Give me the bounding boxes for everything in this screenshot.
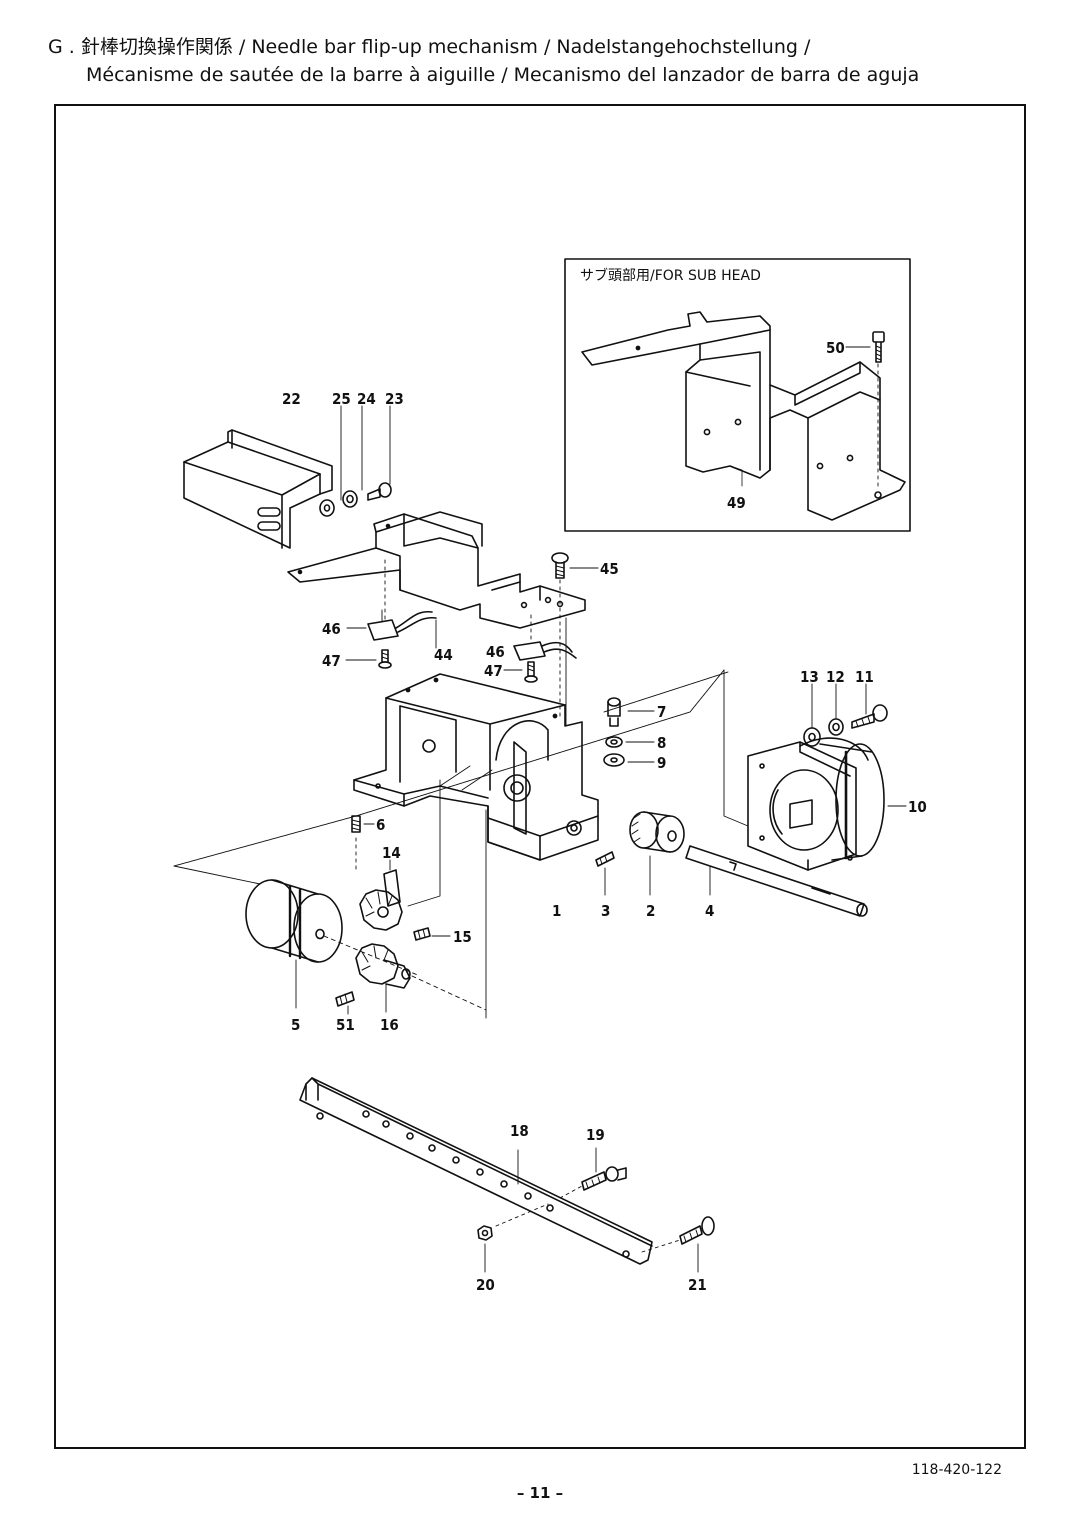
pulley-5 — [245, 879, 421, 1009]
label-16: 16 — [380, 1016, 399, 1034]
bracket-49 — [581, 311, 906, 521]
inset-title: サブ頭部用/FOR SUB HEAD — [580, 267, 761, 284]
label-49: 49 — [727, 494, 746, 512]
plate-22 — [183, 429, 333, 549]
page-title-line-1: G . 針棒切換操作関係 / Needle bar flip-up mechan… — [48, 36, 811, 58]
label-7: 7 — [657, 703, 666, 721]
gear-housing-1 — [353, 673, 599, 861]
label-13: 13 — [800, 668, 819, 686]
label-22: 22 — [282, 390, 301, 408]
link-bar-18 — [299, 1077, 653, 1265]
label-46-right: 46 — [486, 643, 505, 661]
page-number: – 11 – — [516, 1484, 564, 1502]
timing-pulley-2 — [629, 811, 685, 896]
sensor-46-left — [346, 559, 437, 641]
screw-50 — [845, 331, 885, 491]
screw-47-left — [345, 649, 392, 669]
label-45: 45 — [600, 560, 619, 578]
set-screw-51 — [335, 991, 355, 1015]
label-11: 11 — [855, 668, 874, 686]
label-9: 9 — [657, 754, 666, 772]
label-24: 24 — [357, 390, 376, 408]
label-4: 4 — [705, 902, 714, 920]
set-screw-15 — [413, 927, 451, 941]
label-51: 51 — [336, 1016, 355, 1034]
page-title-line-2: Mécanisme de sautée de la barre à aiguil… — [86, 64, 920, 86]
bevel-gear-16 — [355, 943, 487, 1013]
label-6: 6 — [376, 816, 385, 834]
screw-45 — [551, 552, 599, 721]
label-50: 50 — [826, 339, 845, 357]
label-5: 5 — [291, 1016, 300, 1034]
label-3: 3 — [601, 902, 610, 920]
label-19: 19 — [586, 1126, 605, 1144]
set-screw-3 — [595, 851, 615, 896]
label-2: 2 — [646, 902, 655, 920]
label-47-left: 47 — [322, 652, 341, 670]
stepping-motor-10 — [747, 737, 907, 871]
stud-19 — [559, 1147, 627, 1199]
bevel-gear-14 — [359, 859, 403, 931]
screw-21 — [641, 1216, 715, 1273]
washer-12 — [828, 718, 844, 736]
washer-24 — [342, 490, 358, 508]
screw-23 — [367, 482, 392, 501]
document-number: 118-420-122 — [911, 1462, 1002, 1478]
screw-11 — [851, 704, 888, 729]
label-25: 25 — [332, 390, 351, 408]
sensor-46-right — [513, 614, 577, 661]
label-44: 44 — [434, 646, 453, 664]
nut-20 — [477, 1203, 549, 1273]
label-12: 12 — [826, 668, 845, 686]
washer-8 — [605, 736, 655, 748]
label-1: 1 — [552, 902, 561, 920]
label-18: 18 — [510, 1122, 529, 1140]
washer-9 — [603, 753, 655, 767]
screw-47-right — [503, 661, 538, 683]
label-20: 20 — [476, 1276, 495, 1294]
label-10: 10 — [908, 798, 927, 816]
diagram-frame — [54, 104, 1026, 1449]
motor-shaft-4 — [685, 845, 868, 917]
label-8: 8 — [657, 734, 666, 752]
bracket-44 — [287, 511, 586, 629]
screw-7 — [607, 697, 655, 727]
label-23: 23 — [385, 390, 404, 408]
label-15: 15 — [453, 928, 472, 946]
label-14: 14 — [382, 844, 401, 862]
washer-13 — [803, 727, 821, 747]
part-number-labels: 22 25 24 23 50 49 45 46 44 46 47 47 13 1… — [282, 339, 927, 1294]
label-47-right: 47 — [484, 662, 503, 680]
label-46-left: 46 — [322, 620, 341, 638]
set-screw-6 — [351, 815, 375, 873]
sub-head-inset: サブ頭部用/FOR SUB HEAD — [564, 258, 911, 532]
washer-25 — [319, 499, 335, 517]
label-21: 21 — [688, 1276, 707, 1294]
